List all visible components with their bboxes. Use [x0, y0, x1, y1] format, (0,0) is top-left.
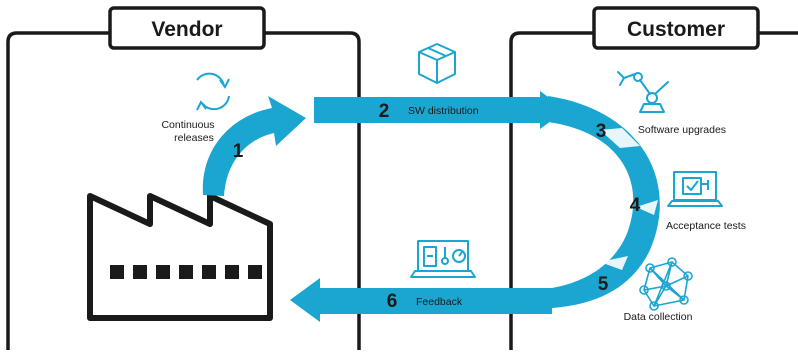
- step-6-label: Feedback: [416, 296, 463, 308]
- customer-title-box: [592, 6, 760, 50]
- step-2-label: SW distribution: [408, 105, 479, 117]
- step-3-label: Software upgrades: [638, 124, 726, 136]
- dashboard-laptop-icon: [410, 240, 476, 278]
- step-1-arrow: [202, 96, 306, 196]
- customer-arc: [548, 96, 660, 308]
- step-6-arrow: [290, 278, 552, 322]
- vendor-title: Vendor: [151, 18, 222, 41]
- vendor-panel-border: [6, 31, 361, 350]
- factory-icon: [87, 193, 273, 321]
- step-4-number: 4: [630, 195, 641, 216]
- step-1-label-line2: releases: [174, 132, 214, 144]
- network-graph-icon: [639, 257, 693, 311]
- step-4-label: Acceptance tests: [666, 220, 746, 232]
- package-icon: [418, 43, 456, 84]
- step-5-label: Data collection: [624, 311, 693, 323]
- robot-arm-icon: [617, 71, 669, 113]
- laptop-checkmark-icon: [667, 171, 723, 207]
- customer-panel: Customer: [509, 6, 798, 350]
- step-5-number: 5: [598, 274, 609, 295]
- vendor-title-box: [108, 6, 266, 50]
- step-1-number: 1: [233, 141, 244, 162]
- step-2-number: 2: [379, 101, 390, 122]
- step-6-number: 6: [387, 291, 398, 312]
- refresh-icon: [196, 72, 230, 111]
- customer-panel-border: [509, 31, 798, 350]
- step-1-label-line1: Continuous: [161, 119, 214, 131]
- vendor-panel: Vendor: [6, 6, 361, 350]
- step-2-arrow: [314, 91, 566, 129]
- step-3-number: 3: [596, 121, 607, 142]
- customer-title: Customer: [627, 18, 725, 41]
